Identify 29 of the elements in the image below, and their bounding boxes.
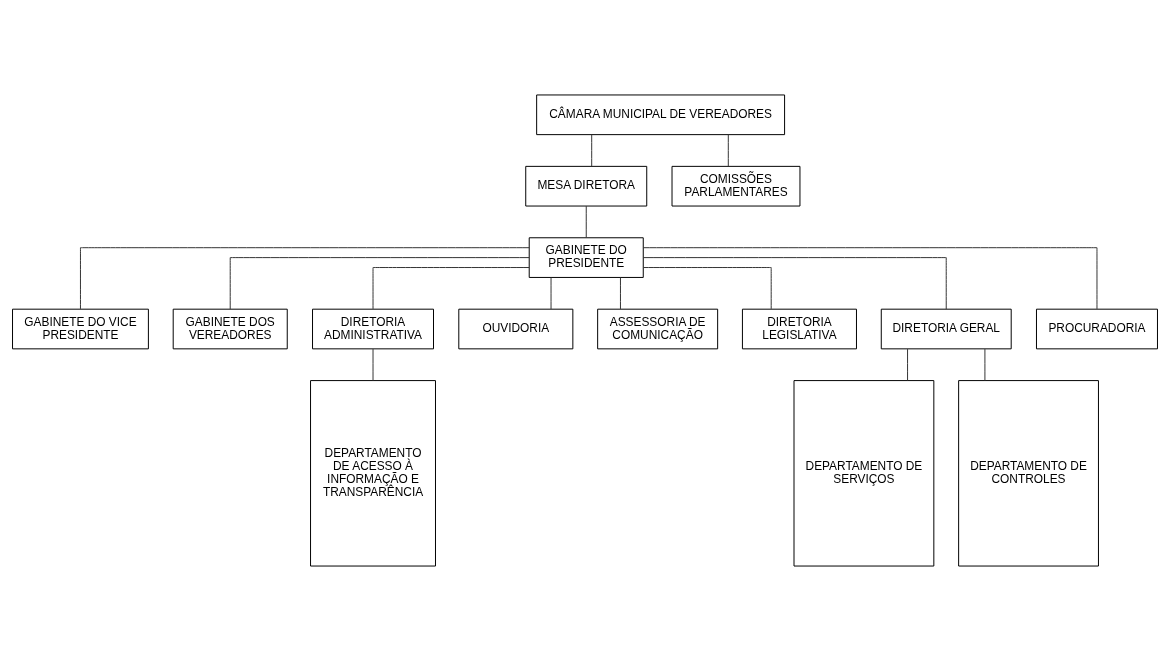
node-box: DIRETORIA ADMINISTRATIVA (312, 308, 434, 349)
node-box: PROCURADORIA (1036, 308, 1158, 349)
node-box: DEPARTAMENTO DE SERVIÇOS (793, 379, 935, 567)
node-box: OUVIDORIA (458, 308, 574, 349)
node-box: DEPARTAMENTO DE CONTROLES (958, 379, 1099, 567)
connector (79, 246, 530, 309)
node-box: DIRETORIA GERAL (880, 308, 1012, 349)
connector (643, 266, 772, 309)
connector (984, 348, 986, 381)
node-box: DEPARTAMENTO DE ACESSO À INFORMAÇÃO E TRANSPARÊNCIA (310, 379, 436, 567)
node-box: GABINETE DO VICE PRESIDENTE (12, 308, 149, 349)
node-box: CÂMARA MUNICIPAL DE VEREADORES (536, 93, 786, 135)
connector (727, 133, 729, 167)
node-box: ASSESSORIA DE COMUNICAÇÃO (597, 308, 719, 349)
connector (372, 348, 374, 381)
node-box: GABINETE DOS VEREADORES (172, 308, 288, 349)
node-box: COMISSÕES PARLAMENTARES (671, 165, 801, 207)
connector (642, 246, 1098, 309)
node-box: GABINETE DO PRESIDENTE (528, 236, 644, 278)
connector (550, 276, 552, 309)
connector (642, 256, 947, 310)
node-box: MESA DIRETORA (525, 165, 648, 207)
connector (907, 348, 909, 381)
connector (229, 256, 530, 310)
connector (585, 205, 587, 238)
connector (619, 276, 621, 309)
connector (372, 266, 530, 309)
connector (591, 133, 593, 167)
node-box: DIRETORIA LEGISLATIVA (741, 308, 857, 349)
